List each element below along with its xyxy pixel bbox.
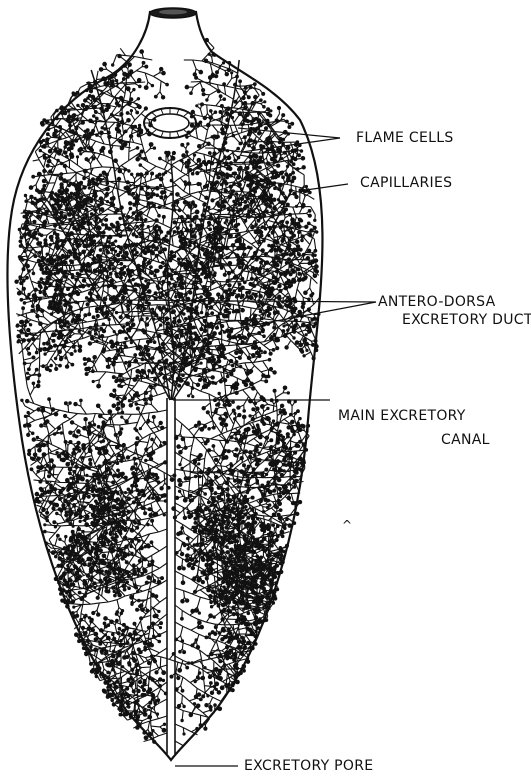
label-capillaries: CAPILLARIES xyxy=(360,176,452,190)
label-main-canal-line1: MAIN EXCRETORY xyxy=(338,409,466,423)
label-flame-cells: FLAME CELLS xyxy=(356,131,454,145)
stray-mark: ^ xyxy=(342,519,352,531)
label-main-canal-line2: CANAL xyxy=(441,433,490,447)
label-antero-dorsal-duct-line1: ANTERO-DORSA xyxy=(378,295,496,309)
body-outline-group xyxy=(7,8,322,760)
label-excretory-pore: EXCRETORY PORE xyxy=(244,759,373,773)
label-antero-dorsal-duct-line2: EXCRETORY DUCT xyxy=(402,313,531,327)
main-excretory-canal xyxy=(167,398,175,754)
